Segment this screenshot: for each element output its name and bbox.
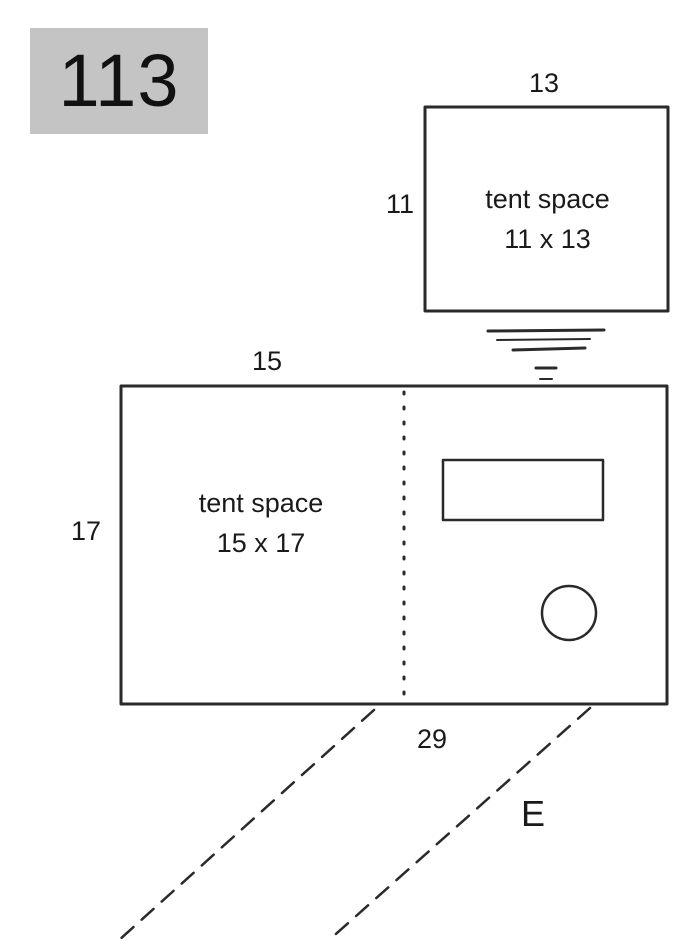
large-tent-name: tent space (198, 488, 324, 518)
site-number-badge: 113 (30, 28, 208, 134)
pad-length-label: 29 (417, 724, 448, 754)
small-tent-depth-label: 11 (386, 189, 415, 219)
small-tent-size: 11 x 13 (504, 224, 591, 254)
small-tent-width-label: 13 (529, 68, 560, 98)
small-tent-space-label: tent space 11 x 13 (460, 179, 635, 259)
steps-marking (486, 328, 606, 380)
large-tent-space-label: tent space 15 x 17 (172, 483, 350, 563)
fire-ring-icon (540, 584, 598, 642)
picnic-table-icon (441, 458, 605, 522)
small-tent-name: tent space (485, 184, 610, 214)
site-number: 113 (58, 39, 180, 122)
small-tent-space-outline (423, 105, 670, 313)
access-path-right-dashed (326, 706, 592, 941)
large-tent-width-label: 15 (252, 346, 283, 376)
large-tent-size: 15 x 17 (216, 528, 306, 558)
large-tent-pad-outline (119, 384, 669, 706)
large-tent-depth-label: 17 (71, 516, 102, 546)
access-path-left-dashed (116, 708, 376, 941)
compass-direction-label: E (521, 793, 546, 834)
